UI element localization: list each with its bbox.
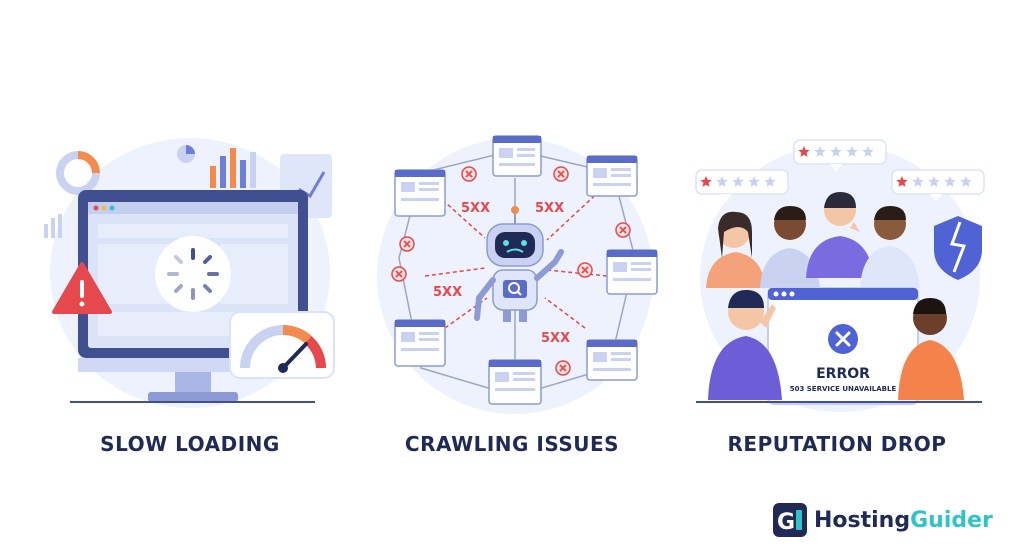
person-man [806,192,874,278]
reputation-drop-illustration: ERROR 503 SERVICE UNAVAILABLE [690,128,990,418]
star-icon [764,176,776,187]
crawling-issues-illustration: 5XX 5XX 5XX 5XX [365,128,665,418]
rating-bubble [793,139,887,172]
brand-name-part1: Hosting [814,507,911,533]
person-sad [898,298,964,400]
star-icon [732,176,744,187]
star-icon [896,176,908,187]
loading-spinner-icon [155,236,231,312]
error-x-icon [828,324,858,354]
error-code-label: 5XX [433,285,462,300]
crawling-issues-scene: 5XX 5XX 5XX 5XX [377,135,658,414]
rating-bubble [695,169,789,202]
star-icon [846,146,858,157]
page-icon [586,155,638,197]
slow-loading-scene [44,138,335,408]
warning-triangle-icon [52,262,112,314]
star-icon [700,176,712,187]
caption-slow-loading: SLOW LOADING [100,432,280,456]
caption-reputation-drop: REPUTATION DROP [727,432,947,456]
person-stressed [708,290,782,400]
star-icon [928,176,940,187]
brand-name-part2: Guider [910,507,993,533]
slow-loading-illustration [40,128,340,418]
speedometer-icon [229,311,335,379]
error-x-markers [391,166,631,376]
star-icon [830,146,842,157]
brand-name: HostingGuider [814,508,993,533]
brand-logo-icon: G [773,503,807,537]
star-icon [960,176,972,187]
page-icon [606,249,658,295]
error-code-label: 5XX [535,201,564,216]
page-icon [586,339,638,381]
person-man [860,206,920,288]
bar-chart-icon [210,148,256,188]
error-x-icon [577,262,593,278]
donut-chart-icon [56,151,100,195]
star-icon [798,146,810,157]
page-icons [394,135,658,405]
star-icon [716,176,728,187]
page-icon [492,135,542,177]
error-message: 503 SERVICE UNAVAILABLE [790,385,897,393]
error-title: ERROR [816,366,870,382]
pie-chart-icon [177,145,195,163]
error-window: ERROR 503 SERVICE UNAVAILABLE [767,287,919,405]
error-x-icon [615,222,631,238]
star-icon [814,146,826,157]
star-icon [862,146,874,157]
page-icon [488,359,542,405]
star-icon [912,176,924,187]
page-icon [394,319,446,367]
error-x-icon [461,166,477,182]
person-woman [706,211,766,288]
error-code-label: 5XX [541,331,570,346]
mini-bars-icon [44,214,62,238]
caption-crawling-issues: CRAWLING ISSUES [404,432,620,456]
error-x-icon [399,236,415,252]
rating-bubble [891,169,985,202]
error-x-icon [553,166,569,182]
broken-shield-icon [934,216,982,280]
error-x-icon [555,360,571,376]
reputation-drop-scene: ERROR 503 SERVICE UNAVAILABLE [695,139,985,412]
page-icon [394,169,446,217]
star-icon [944,176,956,187]
error-x-icon [391,266,407,282]
person-man [760,206,820,288]
robot-crawler-icon [474,206,564,322]
brand-logo-letter: G [777,510,795,535]
hostingguider-logo: G HostingGuider [772,500,993,540]
star-icon [748,176,760,187]
error-code-label: 5XX [461,201,490,216]
